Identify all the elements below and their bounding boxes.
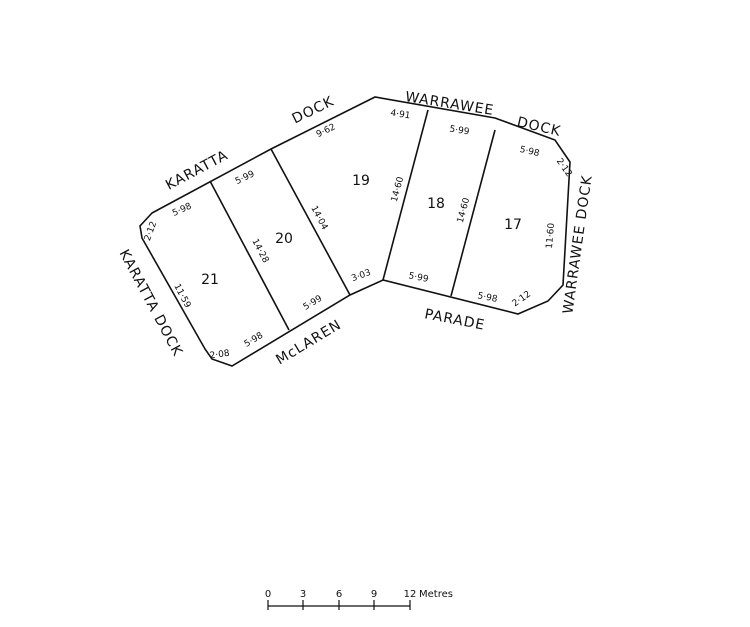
road-karatta-top: KARATTA — [163, 147, 231, 193]
parcel-boundary — [139, 96, 571, 367]
dim-3-03: 3·03 — [350, 268, 372, 284]
scale-bar: 0 3 6 9 12 Metres — [265, 589, 453, 610]
scale-unit: Metres — [419, 589, 453, 600]
scale-label-6: 6 — [336, 589, 342, 600]
road-dock-top-right: DOCK — [515, 114, 562, 140]
dim-2-12-left: 2·12 — [143, 220, 159, 242]
dim-lot21-bottom: 5·98 — [243, 331, 266, 350]
road-karatta-dock-left: KARATTA DOCK — [116, 247, 186, 359]
road-mclaren: McLAREN — [273, 317, 344, 369]
scale-label-3: 3 — [300, 589, 306, 600]
lot-number-21: 21 — [201, 272, 219, 288]
dim-lot20-top: 5·99 — [234, 169, 257, 187]
road-parade: PARADE — [423, 306, 486, 333]
boundary-lot-20-19 — [270, 148, 351, 296]
dim-lot21-top: 5·98 — [171, 201, 194, 218]
dim-2-08: 2·08 — [209, 349, 231, 362]
dim-14-04: 14·04 — [308, 204, 329, 232]
road-warrawee-top: WARRAWEE — [404, 89, 495, 119]
boundary-lot-18-17 — [450, 129, 496, 297]
scale-label-0: 0 — [265, 589, 271, 600]
lot-number-18: 18 — [427, 196, 445, 212]
scale-label-12: 12 — [404, 589, 417, 600]
lot-number-17: 17 — [504, 217, 522, 233]
dim-lot17-top: 5·98 — [519, 145, 541, 159]
dim-lot20-bottom: 5·99 — [302, 294, 325, 313]
dim-2-12-right-top: 2·12 — [554, 157, 574, 179]
dim-lot18-top: 5·99 — [449, 125, 471, 138]
scale-label-9: 9 — [371, 589, 377, 600]
dim-11-60: 11·60 — [545, 222, 557, 249]
road-dock-top: DOCK — [290, 93, 337, 127]
lot-number-20: 20 — [275, 231, 293, 247]
dim-14-60-b: 14·60 — [456, 196, 472, 224]
dim-2-12-right-bottom: 2·12 — [511, 290, 533, 310]
lot-number-19: 19 — [352, 173, 370, 189]
boundary-lot-19-18 — [382, 109, 429, 281]
dim-lot17-bottom: 5·98 — [477, 291, 499, 305]
dim-lot18-bottom: 5·99 — [408, 271, 430, 285]
dim-4-91: 4·91 — [390, 109, 411, 122]
boundary-lot-21-20 — [209, 180, 290, 331]
